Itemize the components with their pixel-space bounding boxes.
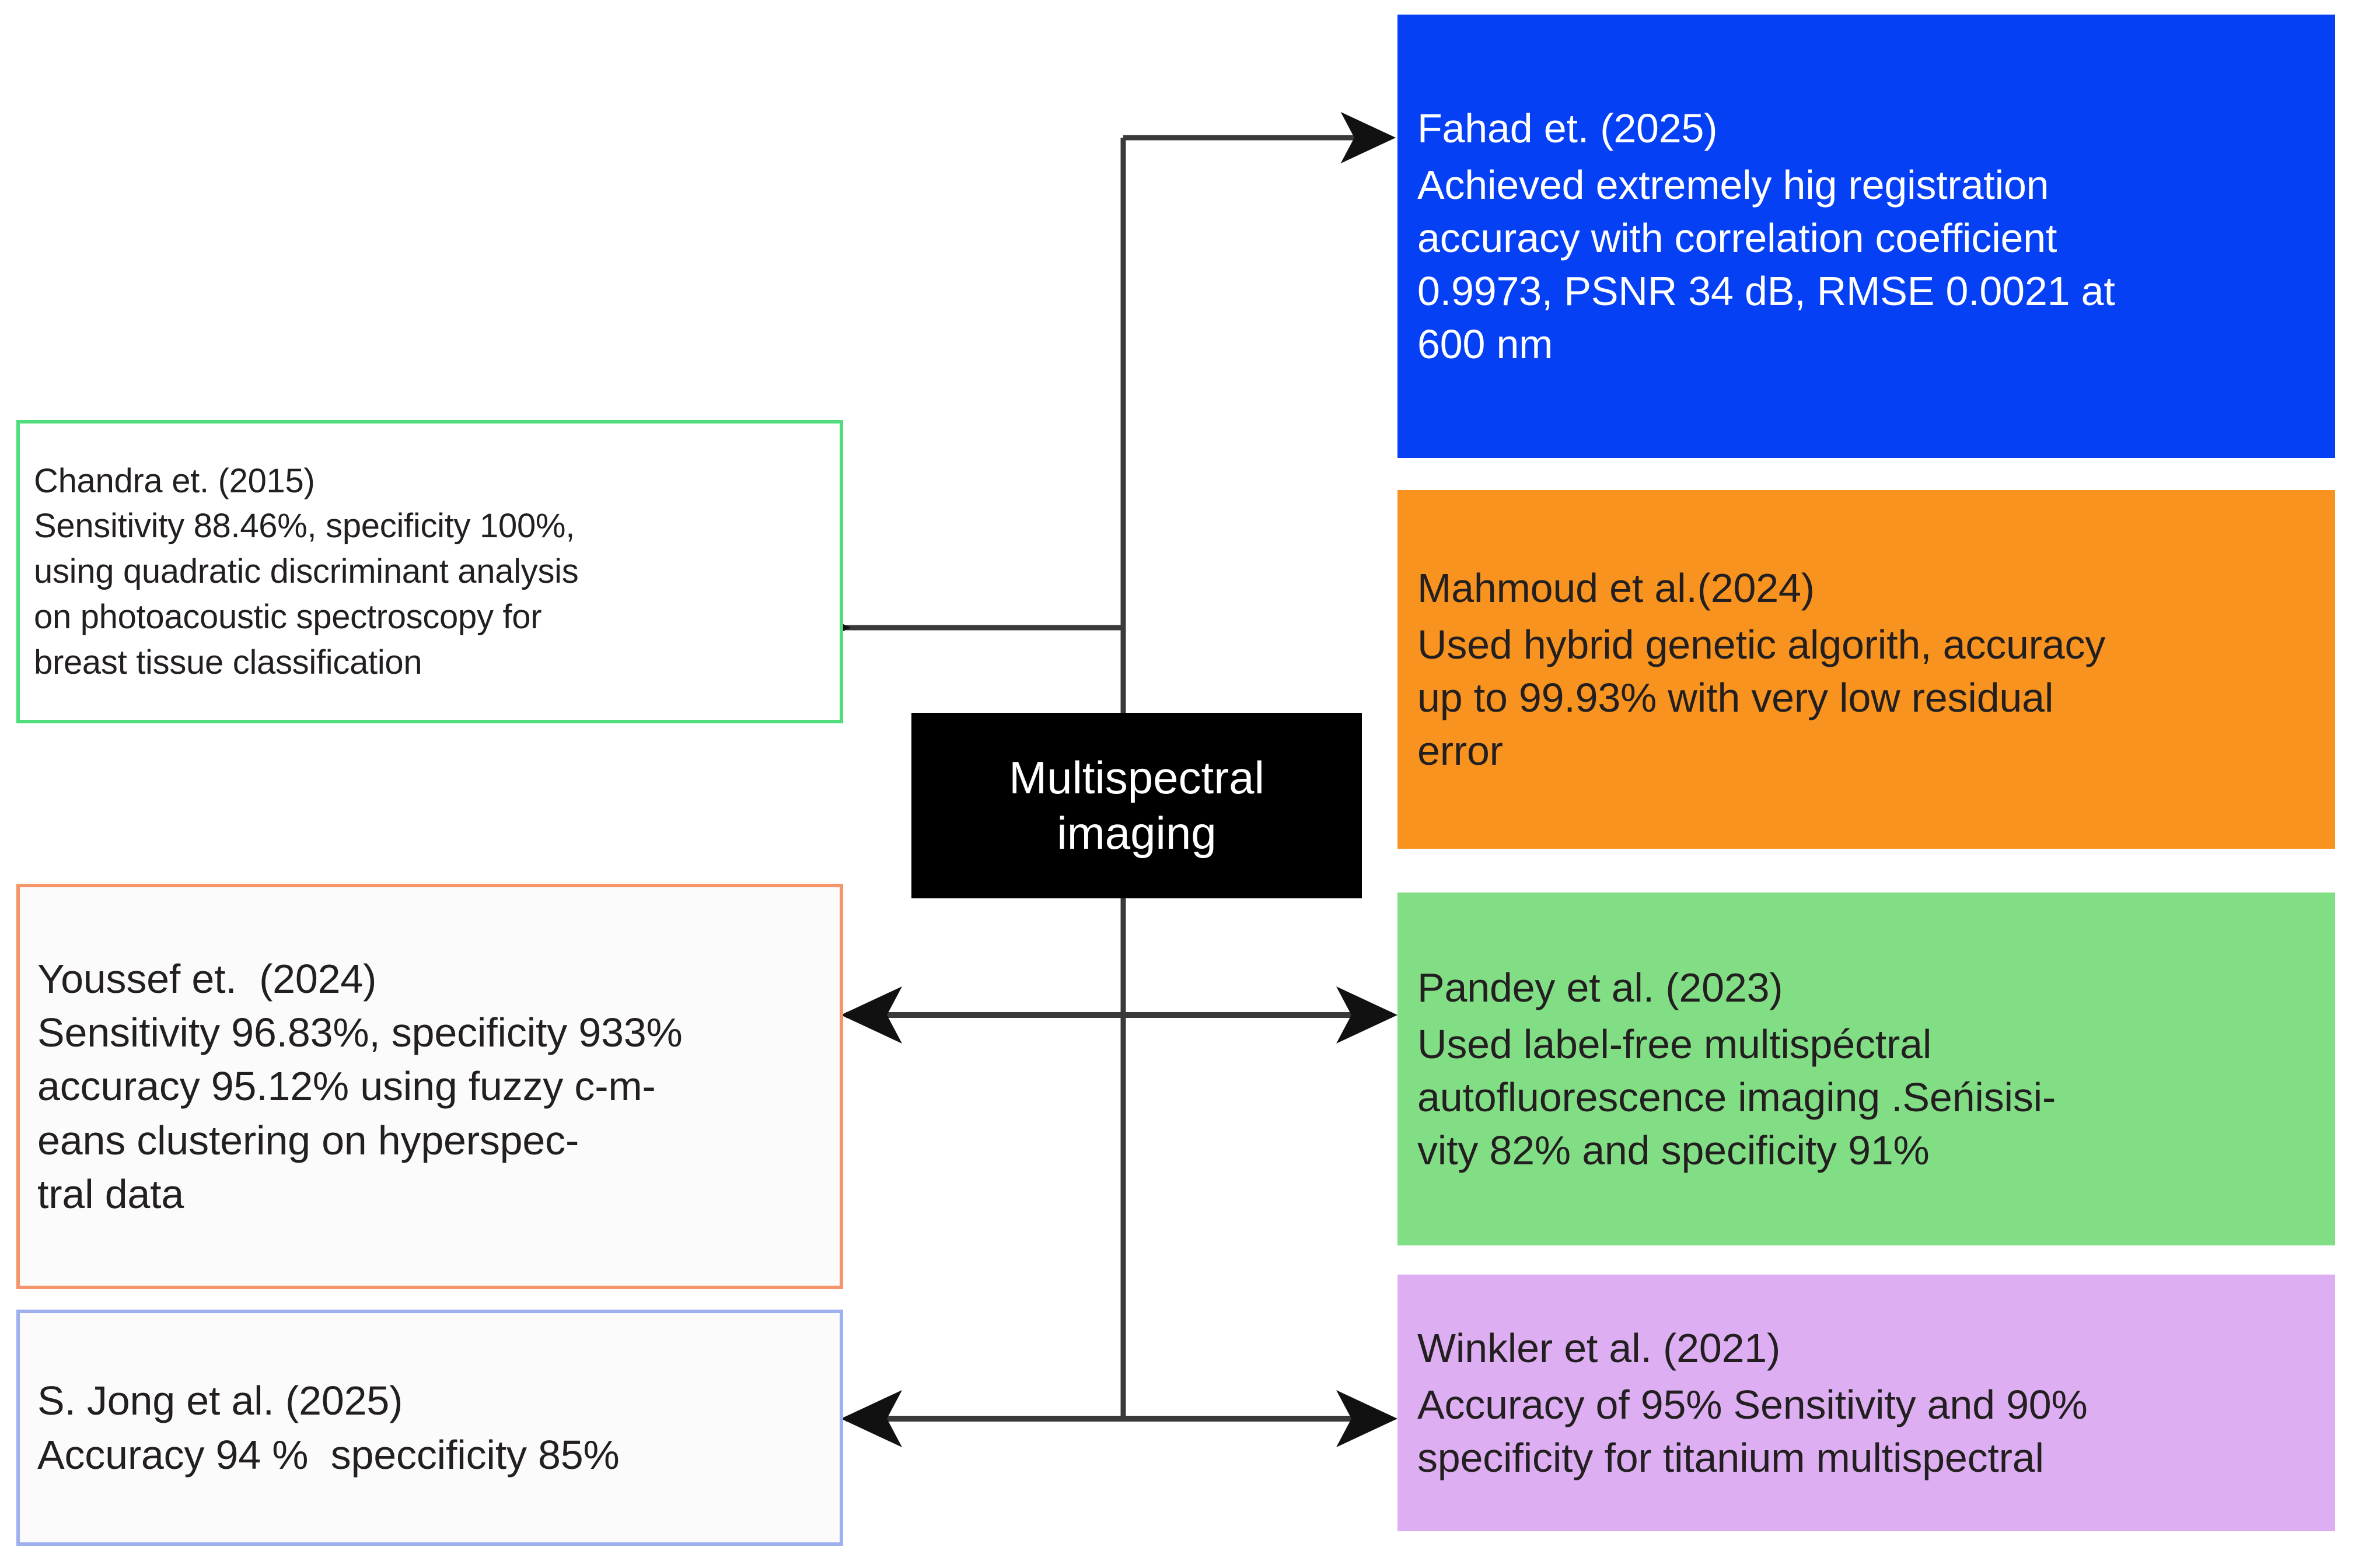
node-body-line: Accuracy 94 % speccificity 85%	[37, 1432, 620, 1478]
node-body-line: specificity for titanium multispectral	[1417, 1434, 2044, 1480]
node-body-line: Accuracy of 95% Sensitivity and 90%	[1417, 1381, 2088, 1427]
node-body-line: Sensitivity 96.83%, specificity 933%	[37, 1009, 683, 1055]
node-body-line: tral data	[37, 1171, 184, 1217]
node-body-line: Achieved extremely hig registration	[1417, 162, 2049, 208]
node-body-line: vity 82% and specificity 91%	[1417, 1127, 1930, 1173]
node-body-line: using quadratic discriminant analysis	[34, 552, 579, 591]
node-body-line: accuracy 95.12% using fuzzy c-m-	[37, 1063, 656, 1110]
node-body-line: 600 nm	[1417, 321, 1553, 367]
node-card-chandra[interactable]: Chandra et. (2015) Sensitivity 88.46%, s…	[16, 420, 843, 723]
node-body-line: Used hybrid genetic algorith, accuracy	[1417, 621, 2106, 667]
node-title-youssef: Youssef et. (2024)	[37, 956, 377, 1002]
node-card-winkler[interactable]: Winkler et al. (2021) Accuracy of 95% Se…	[1397, 1275, 2335, 1531]
node-body-line: 0.9973, PSNR 34 dB, RMSE 0.0021 at	[1417, 268, 2115, 314]
hub-node-multispectral-imaging[interactable]: Multispectral imaging	[911, 713, 1362, 898]
node-body-line: eans clustering on hyperspec-	[37, 1117, 579, 1163]
node-card-pandey[interactable]: Pandey et al. (2023) Used label-free mul…	[1397, 892, 2335, 1245]
node-body-line: up to 99.93% with very low residual	[1417, 674, 2054, 720]
node-body-line: accuracy with correlation coefficient	[1417, 215, 2057, 261]
node-body-line: on photoacoustic spectroscopy for	[34, 597, 542, 636]
node-body-line: autofluorescence imaging .Seńisisi-	[1417, 1074, 2056, 1120]
node-card-jong[interactable]: S. Jong et al. (2025) Accuracy 94 % spec…	[16, 1310, 843, 1546]
node-title-fahad: Fahad et. (2025)	[1417, 105, 1718, 151]
node-body-line: breast tissue classification	[34, 643, 422, 681]
node-body-line: Sensitivity 88.46%, specificity 100%,	[34, 507, 575, 545]
hub-label-line1: Multispectral	[1009, 751, 1264, 803]
node-title-chandra: Chandra et. (2015)	[34, 461, 315, 500]
node-title-pandey: Pandey et al. (2023)	[1417, 964, 1783, 1010]
node-card-fahad[interactable]: Fahad et. (2025) Achieved extremely hig …	[1397, 15, 2335, 458]
node-body-line: Used label-free multispéctral	[1417, 1021, 1932, 1067]
node-title-winkler: Winkler et al. (2021)	[1417, 1325, 1781, 1371]
hub-label-line2: imaging	[1057, 807, 1217, 859]
node-card-mahmoud[interactable]: Mahmoud et al.(2024) Used hybrid genetic…	[1397, 490, 2335, 849]
node-title-mahmoud: Mahmoud et al.(2024)	[1417, 565, 1815, 611]
node-body-line: error	[1417, 727, 1503, 774]
node-card-youssef[interactable]: Youssef et. (2024) Sensitivity 96.83%, s…	[16, 884, 843, 1289]
node-title-jong: S. Jong et al. (2025)	[37, 1378, 403, 1424]
